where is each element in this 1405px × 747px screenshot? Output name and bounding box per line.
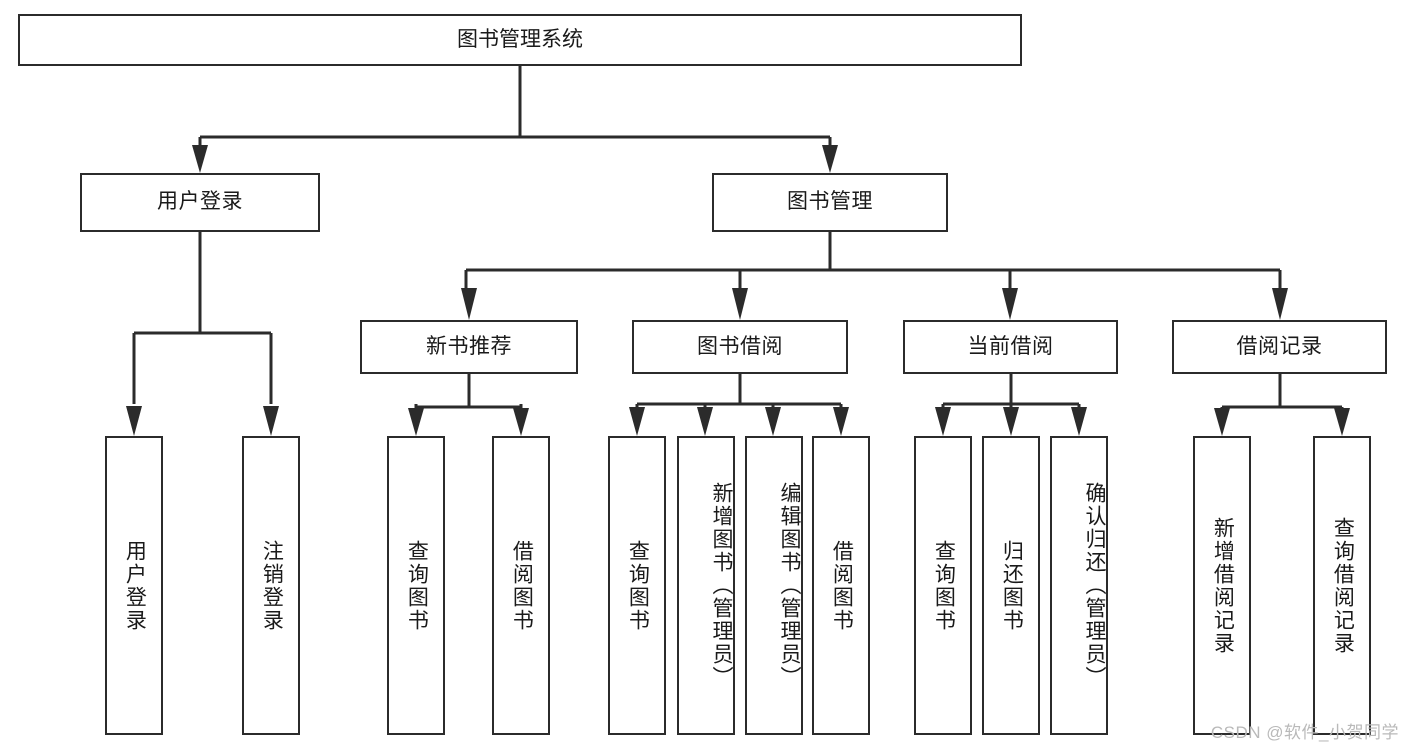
node-user-login[interactable]: 用户登录 — [80, 173, 320, 232]
leaf-query-book-2-label: 查询图书 — [626, 539, 650, 632]
leaf-add-book[interactable]: 新增图书（管理员） — [677, 436, 735, 735]
leaf-query-book-3-label: 查询图书 — [932, 539, 956, 632]
leaf-query-record[interactable]: 查询借阅记录 — [1313, 436, 1371, 735]
leaf-query-record-label: 查询借阅记录 — [1331, 516, 1355, 655]
node-new-book-recommend-label: 新书推荐 — [426, 334, 512, 358]
leaf-borrow-book-1-label: 借阅图书 — [510, 539, 534, 632]
node-user-login-label: 用户登录 — [157, 190, 243, 214]
leaf-confirm-return[interactable]: 确认归还（管理员） — [1050, 436, 1108, 735]
leaf-borrow-book-1[interactable]: 借阅图书 — [492, 436, 550, 735]
node-current-borrow[interactable]: 当前借阅 — [903, 320, 1118, 374]
node-root-label: 图书管理系统 — [457, 27, 583, 51]
node-book-management-label: 图书管理 — [787, 190, 873, 214]
leaf-logout-login-label: 注销登录 — [260, 539, 284, 632]
leaf-borrow-book-2-label: 借阅图书 — [830, 539, 854, 632]
leaf-query-book-1[interactable]: 查询图书 — [387, 436, 445, 735]
node-book-management[interactable]: 图书管理 — [712, 173, 948, 232]
leaf-borrow-book-2[interactable]: 借阅图书 — [812, 436, 870, 735]
leaf-logout-login[interactable]: 注销登录 — [242, 436, 300, 735]
leaf-add-record[interactable]: 新增借阅记录 — [1193, 436, 1251, 735]
leaf-return-book-label: 归还图书 — [1000, 539, 1024, 632]
leaf-query-book-3[interactable]: 查询图书 — [914, 436, 972, 735]
watermark: CSDN @软件_小贺同学 — [1210, 723, 1399, 742]
leaf-query-book-2[interactable]: 查询图书 — [608, 436, 666, 735]
node-book-borrow[interactable]: 图书借阅 — [632, 320, 848, 374]
node-new-book-recommend[interactable]: 新书推荐 — [360, 320, 578, 374]
node-root[interactable]: 图书管理系统 — [18, 14, 1022, 66]
leaf-user-login[interactable]: 用户登录 — [105, 436, 163, 735]
leaf-add-record-label: 新增借阅记录 — [1211, 516, 1235, 655]
node-borrow-record-label: 借阅记录 — [1236, 334, 1323, 358]
leaf-user-login-label: 用户登录 — [123, 539, 147, 632]
leaf-confirm-return-label: 确认归还（管理员） — [1083, 482, 1106, 689]
node-current-borrow-label: 当前借阅 — [967, 334, 1054, 358]
leaf-query-book-1-label: 查询图书 — [405, 539, 429, 632]
leaf-edit-book[interactable]: 编辑图书（管理员） — [745, 436, 803, 735]
leaf-edit-book-label: 编辑图书（管理员） — [778, 482, 801, 689]
node-book-borrow-label: 图书借阅 — [697, 334, 783, 358]
leaf-add-book-label: 新增图书（管理员） — [710, 482, 733, 689]
node-borrow-record[interactable]: 借阅记录 — [1172, 320, 1387, 374]
leaf-return-book[interactable]: 归还图书 — [982, 436, 1040, 735]
